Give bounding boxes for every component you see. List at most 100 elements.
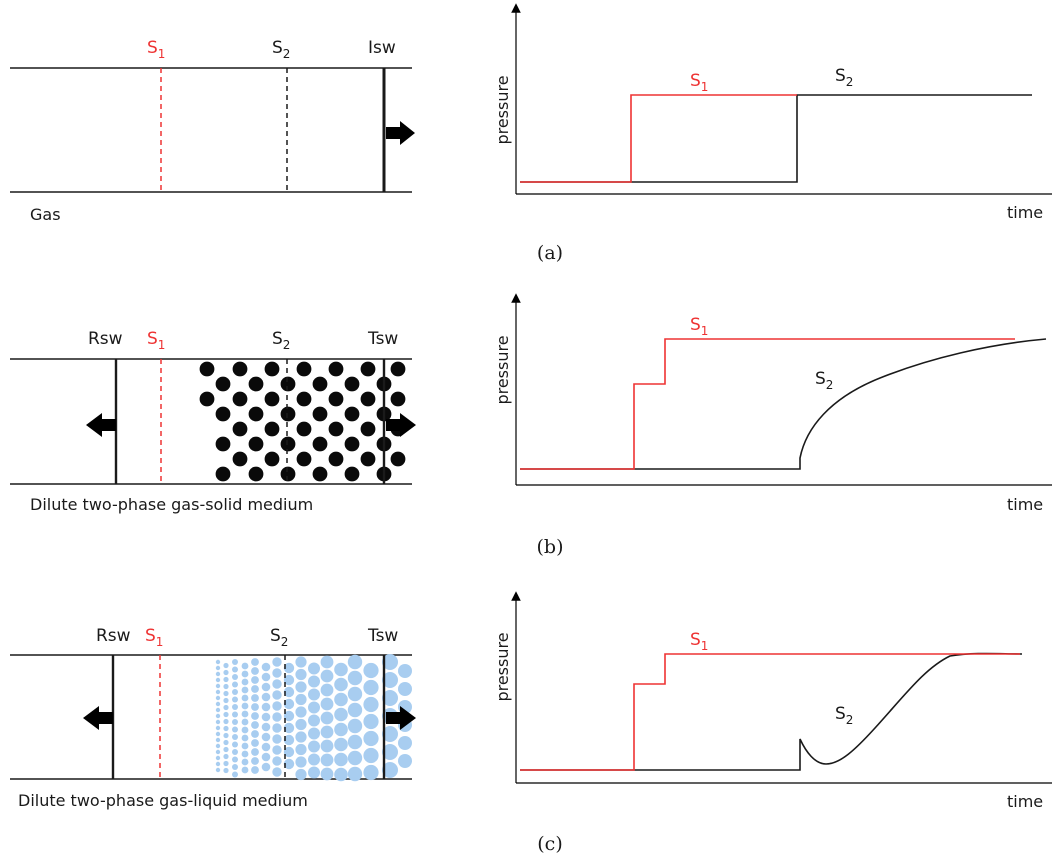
solid-particle <box>328 421 344 437</box>
liquid-droplet <box>215 677 221 683</box>
liquid-droplet <box>261 702 271 712</box>
solid-particle <box>264 421 280 437</box>
liquid-droplet <box>320 725 334 739</box>
liquid-droplet <box>320 683 334 697</box>
liquid-droplet <box>215 671 221 677</box>
liquid-droplet <box>251 748 259 756</box>
liquid-droplet <box>272 767 282 777</box>
solid-particle <box>312 466 328 482</box>
liquid-droplet <box>363 764 379 781</box>
solid-particle <box>232 391 248 407</box>
liquid-droplet <box>382 726 398 742</box>
liquid-droplet <box>241 670 249 678</box>
liquid-droplet <box>308 675 320 688</box>
solid-particle <box>248 376 264 392</box>
panel-caption: (b) <box>537 536 564 558</box>
liquid-droplet <box>334 662 348 677</box>
solid-particle <box>296 391 312 407</box>
liquid-droplet <box>215 767 221 773</box>
solid-particle <box>215 436 231 452</box>
liquid-droplet <box>232 666 238 673</box>
liquid-droplet <box>215 665 221 671</box>
right-wave-label: Tsw <box>367 329 398 349</box>
s2-curve <box>520 94 1032 183</box>
liquid-droplet <box>320 767 334 781</box>
liquid-droplet <box>320 669 334 683</box>
solid-particle <box>264 361 280 377</box>
s2-label: S2 <box>272 38 290 61</box>
s1-label: S1 <box>145 626 163 649</box>
solid-particle <box>312 406 328 422</box>
s1-curve <box>520 338 1015 470</box>
medium-label: Gas <box>30 205 61 224</box>
liquid-droplets <box>215 654 412 782</box>
liquid-droplet <box>363 747 379 764</box>
liquid-droplet <box>283 698 295 710</box>
solid-particle <box>296 451 312 467</box>
panel-b: Rsw S1 S2 Tsw Dilute two-phase gas-solid… <box>10 293 1052 558</box>
liquid-droplet <box>251 694 259 702</box>
liquid-droplet <box>215 743 221 749</box>
liquid-droplet <box>334 677 348 692</box>
liquid-droplet <box>261 662 271 672</box>
liquid-droplet <box>272 712 282 722</box>
liquid-droplet <box>223 704 229 711</box>
tube-a: S1 S2 Isw Gas <box>10 38 415 224</box>
solid-particle <box>360 361 376 377</box>
liquid-droplet <box>347 734 363 750</box>
liquid-droplet <box>241 694 249 702</box>
panel-caption: (a) <box>537 242 563 264</box>
liquid-droplet <box>261 692 271 702</box>
s1-label: S1 <box>147 38 165 61</box>
solid-particle <box>199 361 215 377</box>
liquid-droplet <box>215 731 221 737</box>
liquid-droplet <box>261 762 271 772</box>
liquid-droplet <box>308 714 320 727</box>
solid-particle <box>296 361 312 377</box>
solid-particle <box>199 391 215 407</box>
liquid-droplet <box>241 678 249 686</box>
solid-particle <box>215 406 231 422</box>
liquid-droplet <box>232 734 238 740</box>
solid-particle <box>232 451 248 467</box>
solid-particle <box>328 451 344 467</box>
y-axis-label: pressure <box>493 632 512 701</box>
liquid-droplet <box>283 758 295 770</box>
liquid-droplet <box>334 737 348 752</box>
liquid-droplet <box>251 757 259 765</box>
liquid-droplet <box>283 746 295 758</box>
s1-curve-label: S1 <box>690 630 708 653</box>
y-axis-label: pressure <box>493 75 512 144</box>
solid-particle <box>248 406 264 422</box>
s1-label: S1 <box>147 329 165 352</box>
liquid-droplet <box>347 766 363 782</box>
s2-curve-label: S2 <box>815 369 833 392</box>
solid-particle <box>280 376 296 392</box>
liquid-droplet <box>215 701 221 707</box>
liquid-droplet <box>251 703 259 711</box>
solid-particle <box>390 361 406 377</box>
solid-particle <box>390 451 406 467</box>
liquid-droplet <box>295 731 307 743</box>
liquid-droplet <box>334 692 348 707</box>
liquid-droplet <box>241 758 249 766</box>
solid-particles <box>199 361 406 482</box>
liquid-droplet <box>223 718 229 725</box>
x-axis-label: time <box>1007 792 1043 811</box>
liquid-droplet <box>272 734 282 744</box>
liquid-droplet <box>283 674 295 686</box>
liquid-droplet <box>251 739 259 747</box>
right-arrow-icon <box>386 121 415 145</box>
liquid-droplet <box>295 756 307 768</box>
liquid-droplet <box>363 662 379 679</box>
liquid-droplet <box>398 736 412 750</box>
liquid-droplet <box>334 767 348 782</box>
liquid-droplet <box>232 756 238 763</box>
liquid-droplet <box>215 659 221 665</box>
tube-b: Rsw S1 S2 Tsw Dilute two-phase gas-solid… <box>10 329 416 514</box>
liquid-droplet <box>215 689 221 695</box>
s2-label: S2 <box>270 626 288 649</box>
left-wave-label: Rsw <box>96 626 131 646</box>
liquid-droplet <box>272 756 282 766</box>
